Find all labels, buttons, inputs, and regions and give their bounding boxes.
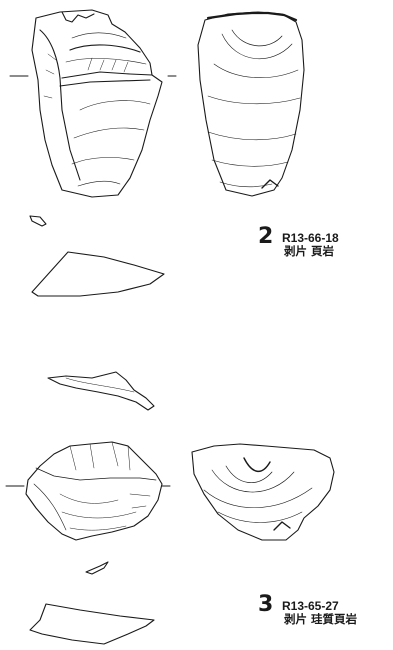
artifact-3-description: 剥片 珪質頁岩 — [284, 612, 358, 626]
artifact-2-description: 剥片 頁岩 — [284, 244, 335, 258]
artifact-2-cross-section — [31, 251, 165, 297]
artifact-2-number: 2 — [258, 224, 274, 249]
artifact-3-dorsal-view — [191, 443, 335, 541]
artifact-3-ventral-view — [25, 441, 163, 541]
artifact-3-side-profile — [47, 371, 155, 411]
artifact-3-number: 3 — [258, 592, 274, 617]
artifact-3-code: R13-65-27 — [282, 599, 339, 613]
artifact-3-cross-section — [29, 603, 155, 645]
artifact-2-dorsal-view — [197, 11, 305, 197]
artifact-2-code: R13-66-18 — [282, 231, 339, 245]
artifact-3-platform-view — [85, 561, 109, 575]
artifact-2-platform-view — [29, 215, 47, 227]
artifact-2-ventral-view — [31, 9, 163, 198]
